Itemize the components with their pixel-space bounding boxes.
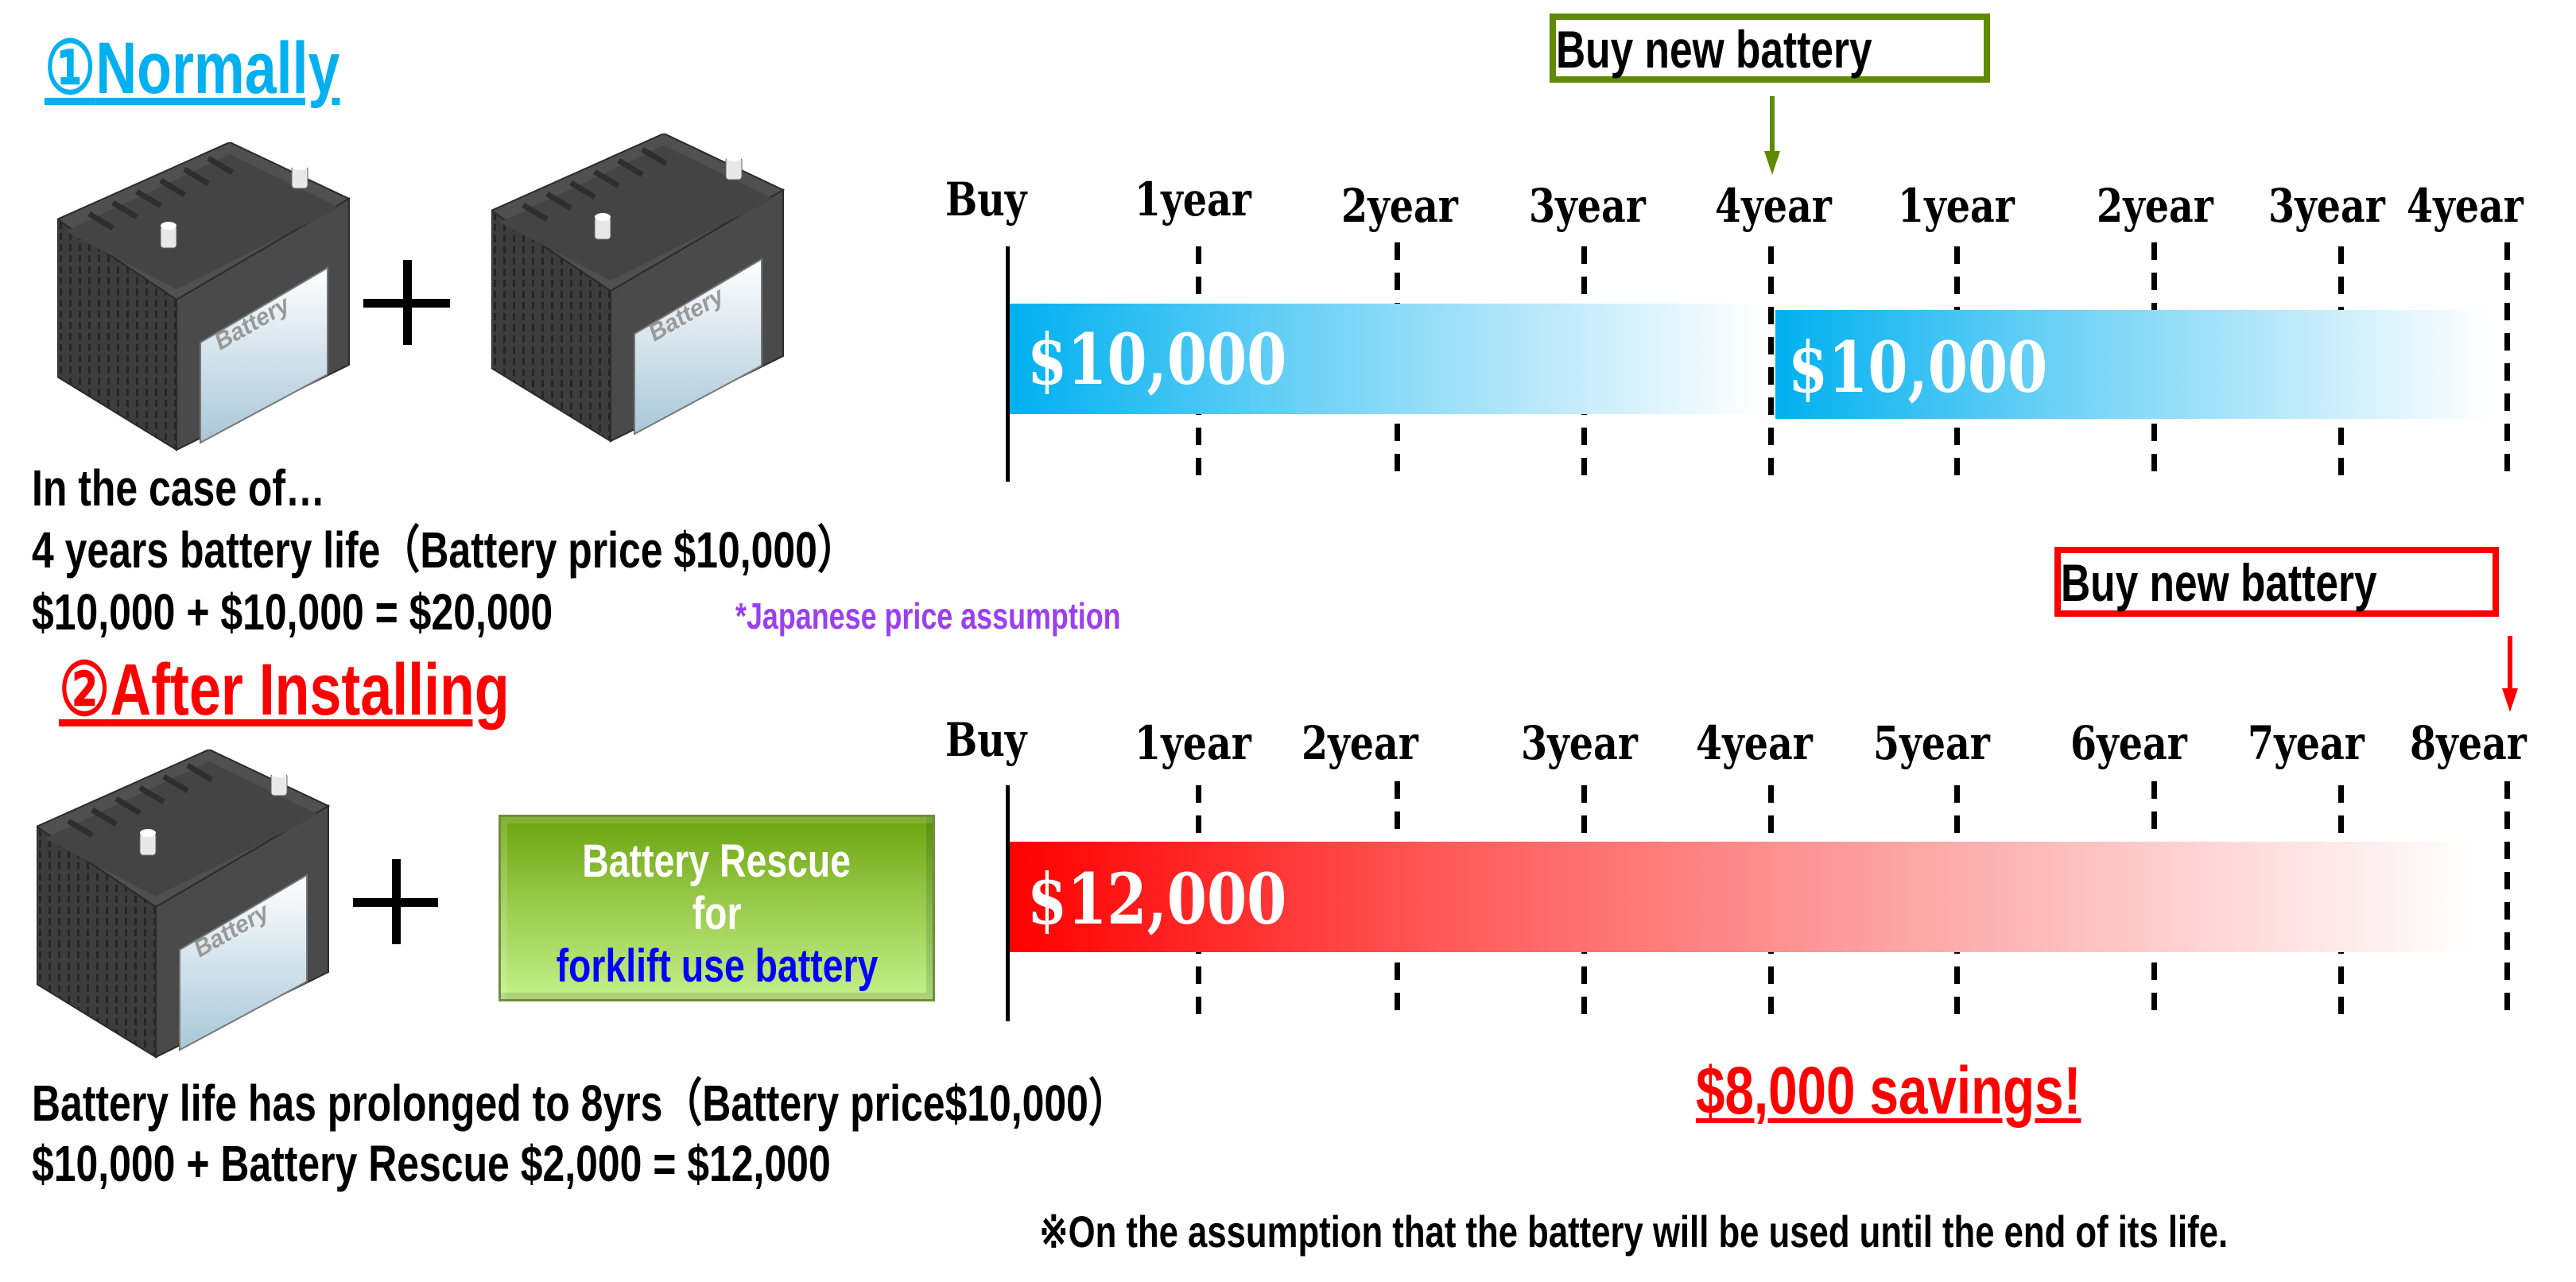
tick-label: 8year: [2410, 716, 2527, 770]
plus-icon: [353, 859, 438, 944]
arrow-down-icon: [1770, 96, 1775, 156]
tick-label: 3year: [1521, 716, 1638, 770]
tick-label: 5year: [1873, 716, 1990, 770]
battery-rescue-product-box: Battery Rescue for forklift use battery: [499, 815, 935, 1001]
circled-number-1: ①: [45, 28, 96, 109]
cost-bar-label: $12,000: [1027, 858, 1287, 940]
product-target: forklift use battery: [556, 940, 878, 992]
total-cost-text: $10,000 + Battery Rescue $2,000 = $12,00…: [32, 1135, 831, 1192]
cost-bar-with-rescue: $12,000: [1010, 842, 2473, 952]
savings-text: $8,000 savings!: [1696, 1053, 2081, 1128]
footnote: ※On the assumption that the battery will…: [1039, 1206, 2229, 1257]
cost-bar-label: $10,000: [1788, 326, 2048, 409]
tick-label: 2year: [2097, 179, 2213, 233]
buy-new-battery-callout: Buy new battery: [1550, 14, 1990, 83]
prolonged-life-text: Battery life has prolonged to 8yrs（Batte…: [32, 1075, 1128, 1132]
tick-label: 4year: [2407, 179, 2524, 233]
section1-title: Normally: [95, 28, 340, 109]
battery-life-text: 4 years battery life（Battery price $10,0…: [32, 521, 857, 579]
tick-line: [2504, 781, 2510, 1017]
buy-new-battery-callout: Buy new battery: [2054, 547, 2499, 617]
tick-label: 6year: [2070, 716, 2187, 770]
tick-label: 4year: [1696, 716, 1813, 770]
section2-title: After Installing: [110, 649, 510, 730]
product-name: Battery Rescue: [582, 835, 852, 887]
tick-label: 3year: [1529, 179, 1646, 233]
section2-heading: ②After Installing: [59, 653, 510, 726]
tick-label: 3year: [2268, 179, 2385, 233]
buy-line: [1006, 785, 1010, 1021]
total-cost-text: $10,000 + $10,000 = $20,000: [32, 583, 553, 641]
tick-label: 1year: [1135, 716, 1251, 770]
tick-label: 7year: [2248, 716, 2365, 770]
tick-line: [2504, 242, 2510, 478]
arrow-down-icon: [2508, 636, 2512, 693]
arrow-head-icon: [1764, 151, 1780, 175]
circled-number-2: ②: [59, 649, 111, 730]
tick-label: 1year: [1135, 172, 1251, 227]
battery-icon: Battery: [37, 749, 331, 1059]
timeline-start-label: Buy: [945, 172, 1027, 227]
section1-heading: ①Normally: [45, 32, 339, 105]
plus-icon: [363, 260, 450, 345]
tick-label: 2year: [1302, 716, 1418, 770]
tick-label: 1year: [1898, 179, 2015, 233]
case-intro-text: In the case of…: [32, 459, 325, 517]
tick-label: 2year: [1341, 179, 1458, 233]
cost-bar-label: $10,000: [1027, 318, 1287, 401]
tick-line: [1768, 246, 1774, 482]
arrow-head-icon: [2502, 688, 2518, 712]
battery-icon: Battery: [491, 134, 786, 443]
cost-bar-battery-2: $10,000: [1775, 310, 2491, 419]
timeline-start-label: Buy: [945, 713, 1027, 767]
product-for: for: [692, 888, 742, 939]
buy-line: [1006, 246, 1010, 482]
battery-icon: Battery: [57, 142, 351, 452]
tick-label: 4year: [1715, 179, 1832, 233]
cost-bar-battery-1: $10,000: [1010, 304, 1761, 414]
price-note: *Japanese price assumption: [735, 595, 1121, 637]
